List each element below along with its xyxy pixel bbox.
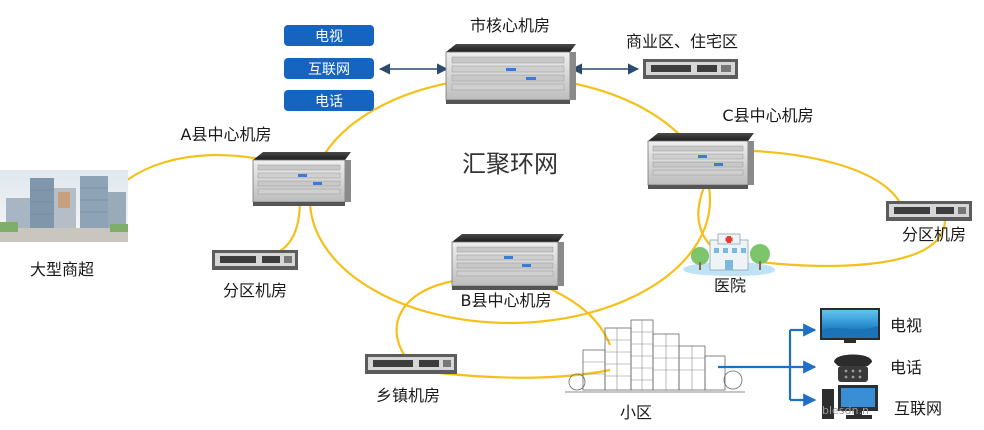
phone-service-label: 电话 (315, 94, 343, 110)
community-buildings-icon (565, 319, 745, 393)
mall-label: 大型商超 (30, 260, 94, 279)
mall-building-icon (0, 170, 128, 242)
county-a-label: A县中心机房 (181, 125, 272, 144)
links (99, 75, 947, 379)
watermark: blesdn.n (822, 404, 869, 417)
community-service-arrows (718, 323, 817, 407)
internet-label: 互联网 (894, 399, 942, 418)
business-switch-icon (643, 59, 738, 79)
sub-room-right-switch-icon (886, 201, 972, 221)
tv-icon (820, 308, 880, 343)
city-core-label: 市核心机房 (470, 16, 550, 35)
link-sub-right-to-hospital (759, 219, 947, 267)
county-c-router-icon (647, 133, 754, 189)
county-a-router-icon (252, 152, 351, 206)
county-b-router-icon (451, 234, 564, 290)
sub-room-right-label: 分区机房 (902, 225, 966, 244)
tv-service-button[interactable]: 电视 (284, 25, 374, 46)
ring-label: 汇聚环网 (462, 150, 558, 178)
sub-room-left-label: 分区机房 (223, 281, 287, 300)
town-room-label: 乡镇机房 (376, 386, 440, 405)
town-room-switch-icon (365, 354, 457, 374)
service-buttons-top: 电视 互联网 电话 (284, 25, 374, 111)
phone-service-button[interactable]: 电话 (284, 90, 374, 111)
phone-icon (834, 354, 872, 382)
tv-label: 电视 (890, 316, 922, 335)
phone-label: 电话 (890, 358, 922, 377)
tv-service-label: 电视 (315, 29, 343, 45)
link-town-to-community (429, 368, 611, 379)
county-b-label: B县中心机房 (461, 291, 552, 310)
community-label: 小区 (620, 403, 652, 422)
sub-room-left-switch-icon (212, 250, 298, 270)
hospital-building-icon (683, 233, 775, 276)
hospital-label: 医院 (714, 276, 746, 295)
internet-service-label: 互联网 (308, 62, 350, 78)
computer-icon (822, 385, 878, 419)
city-core-router-icon (445, 44, 576, 104)
business-residential-label: 商业区、住宅区 (626, 32, 738, 51)
county-c-label: C县中心机房 (722, 106, 813, 125)
internet-service-button[interactable]: 互联网 (284, 58, 374, 79)
